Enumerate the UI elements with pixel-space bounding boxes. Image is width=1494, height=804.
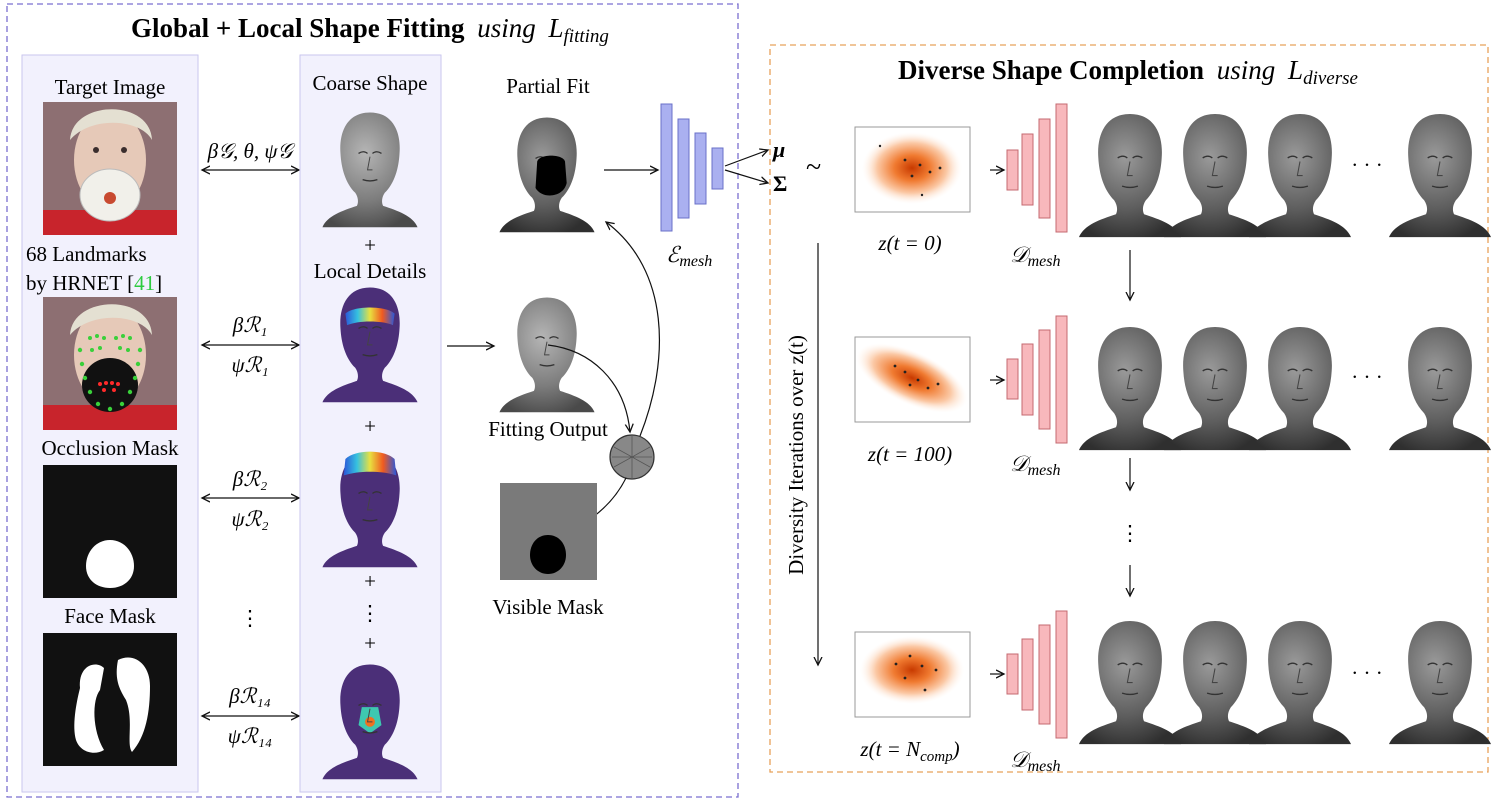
decoder-block-3 (1006, 610, 1068, 739)
completion-heads-row-3 (1078, 620, 1492, 745)
hdots-row-3: · · · (1351, 661, 1382, 685)
plus-2: + (364, 414, 376, 438)
r14-beta-label: βℛ₁₄ (228, 684, 271, 708)
visible-mask-image (500, 483, 597, 580)
fitting-output-label: Fitting Output (488, 417, 608, 441)
output-to-renderer-curve (547, 344, 630, 432)
shape-vdots: ⋮ (360, 601, 381, 625)
r2-beta-label: βℛ₂ (232, 467, 268, 491)
encoder-block (660, 103, 724, 232)
visible-mask-label: Visible Mask (492, 595, 604, 619)
landmarks-label-line1: 68 Landmarks (26, 242, 147, 266)
iterations-label: Diversity Iterations over z(t) (784, 335, 808, 575)
rows-vdots: ⋮ (1120, 521, 1141, 545)
sigma-arrow (724, 169, 768, 183)
target-image-label: Target Image (55, 75, 166, 99)
latent-plot-tn (854, 631, 971, 718)
local-details-label: Local Details (314, 259, 427, 283)
latent-plot-t100 (854, 336, 971, 423)
decoder-label-1: 𝒟mesh (1010, 242, 1060, 270)
renderer-sphere (609, 434, 655, 480)
landmarks-label-line2: by HRNET [41] (26, 271, 162, 295)
target-image (43, 102, 177, 235)
param-arrows (202, 170, 299, 716)
z-label-t0: z(t = 0) (877, 231, 941, 255)
landmarks-image (43, 297, 177, 430)
occlusion-mask-image (43, 465, 177, 598)
completion-heads-row-2 (1078, 326, 1492, 451)
renderer-to-partial-curve (606, 222, 660, 437)
left-panel-border (6, 3, 739, 798)
z-label-t100: z(t = 100) (867, 442, 952, 466)
coarse-shape-label: Coarse Shape (313, 71, 428, 95)
local-detail-head-2 (322, 451, 418, 568)
r1-psi-label: ψℛ₁ (231, 353, 268, 377)
decoder-block-2 (1006, 315, 1068, 444)
local-detail-head-14 (322, 664, 418, 780)
mu-label: μ (772, 137, 785, 162)
plus-4: + (364, 631, 376, 655)
left-panel-title: Global + Local Shape Fitting using Lfitt… (131, 13, 609, 47)
partial-fit-label: Partial Fit (506, 74, 590, 98)
z-label-tn: z(t = Ncomp) (859, 737, 959, 765)
r14-psi-label: ψℛ₁₄ (228, 724, 272, 748)
decoder-label-3: 𝒟mesh (1010, 747, 1060, 775)
hdots-row-1: · · · (1351, 153, 1382, 177)
mu-arrow (724, 150, 768, 167)
right-panel-border (769, 44, 1489, 773)
completion-heads-row-1 (1078, 113, 1492, 238)
decoder-label-2: 𝒟mesh (1010, 451, 1060, 479)
right-panel-title: Diverse Shape Completion using Ldiverse (898, 55, 1358, 89)
sigma-label: Σ (773, 171, 787, 196)
hdots-row-2: · · · (1351, 365, 1382, 389)
partial-fit-head (499, 117, 595, 233)
sample-tilde: ~ (806, 152, 821, 183)
plus-1: + (364, 233, 376, 257)
decoder-block-1 (1006, 103, 1068, 233)
face-mask-label: Face Mask (64, 604, 156, 628)
r1-beta-label: βℛ₁ (232, 313, 268, 337)
latent-plot-t0 (854, 126, 971, 213)
r2-psi-label: ψℛ₂ (231, 507, 268, 531)
params-vdots: ⋮ (240, 606, 261, 630)
plus-3: + (364, 569, 376, 593)
local-detail-head-1 (322, 287, 418, 403)
encoder-label: ℰmesh (666, 242, 712, 270)
occlusion-mask-label: Occlusion Mask (41, 436, 179, 460)
face-mask-image (43, 633, 177, 766)
global-params-label: β𝒢, θ, ψ𝒢 (207, 139, 296, 163)
